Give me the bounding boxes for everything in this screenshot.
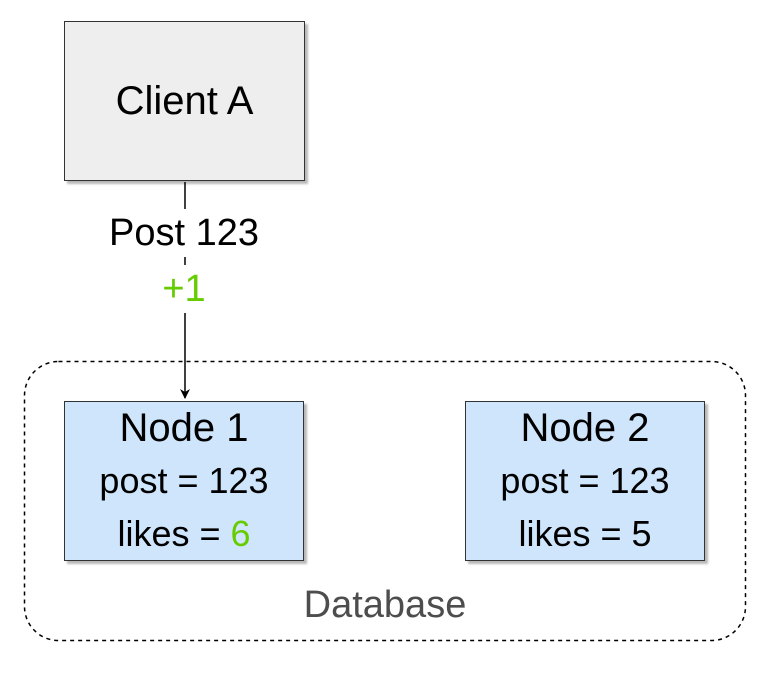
node-post-line: post = 123	[500, 460, 670, 501]
node-1-box: Node 1 post = 123 likes = 6	[64, 401, 304, 561]
database-boundary	[23, 360, 747, 642]
edge-post-label: Post 123	[84, 209, 284, 257]
client-a-box: Client A	[64, 21, 305, 181]
likes-value: 6	[230, 513, 251, 554]
database-label: Database	[303, 584, 467, 626]
likes-value: 5	[631, 513, 652, 554]
likes-prefix: likes =	[117, 513, 231, 554]
node-title: Node 2	[520, 406, 650, 450]
node-post-line: post = 123	[99, 460, 269, 501]
node-likes-line: likes = 5	[518, 507, 651, 560]
client-label: Client A	[115, 78, 254, 123]
edge-increment-label: +1	[84, 265, 284, 313]
node-2-box: Node 2 post = 123 likes = 5	[465, 401, 705, 561]
node-title: Node 1	[119, 406, 249, 450]
likes-prefix: likes =	[518, 513, 632, 554]
node-likes-line: likes = 6	[117, 507, 250, 560]
